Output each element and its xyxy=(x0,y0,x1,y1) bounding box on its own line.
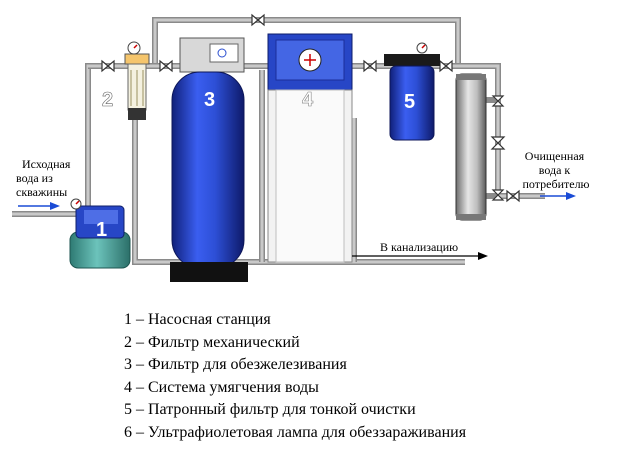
valve-icon xyxy=(439,59,453,73)
consumer-label: Очищенная вода к потребителю xyxy=(522,149,589,191)
valve-icon xyxy=(491,95,505,107)
iron-filter-number: 3 xyxy=(204,89,215,111)
mechanical-filter xyxy=(124,41,150,120)
cartridge-filter xyxy=(384,42,440,141)
valve-icon xyxy=(491,189,505,201)
source-label: Исходная вода из скважины xyxy=(16,157,73,199)
flow-arrows xyxy=(18,192,576,260)
cartridge-filter-number: 5 xyxy=(404,91,415,113)
legend-item: 6 – Ультрафиолетовая лампа для обеззараж… xyxy=(124,423,467,441)
valve-icon xyxy=(363,59,377,73)
valve-icon xyxy=(101,59,115,73)
uv-lamp xyxy=(455,73,487,221)
valve-icon xyxy=(159,59,173,73)
softener-system xyxy=(267,33,353,263)
legend: 1 – Насосная станция 2 – Фильтр механиче… xyxy=(124,309,466,445)
legend-item: 5 – Патронный фильтр для тонкой очистки xyxy=(124,401,416,419)
legend-item: 1 – Насосная станция xyxy=(124,311,271,328)
sewer-label: В канализацию xyxy=(380,240,458,254)
valve-icon xyxy=(251,13,265,27)
legend-item: 2 – Фильтр механический xyxy=(124,333,300,351)
legend-item: 3 – Фильтр для обезжелезивания xyxy=(124,356,347,374)
pump-number: 1 xyxy=(96,219,107,241)
mechanical-filter-number: 2 xyxy=(102,89,113,111)
iron-removal-filter xyxy=(170,37,248,282)
valve-icon xyxy=(490,136,506,150)
valves xyxy=(101,13,520,203)
softener-number: 4 xyxy=(302,89,314,111)
valve-icon xyxy=(506,189,520,203)
pump-station xyxy=(69,198,131,269)
legend-item: 4 – Система умягчения воды xyxy=(124,378,319,396)
